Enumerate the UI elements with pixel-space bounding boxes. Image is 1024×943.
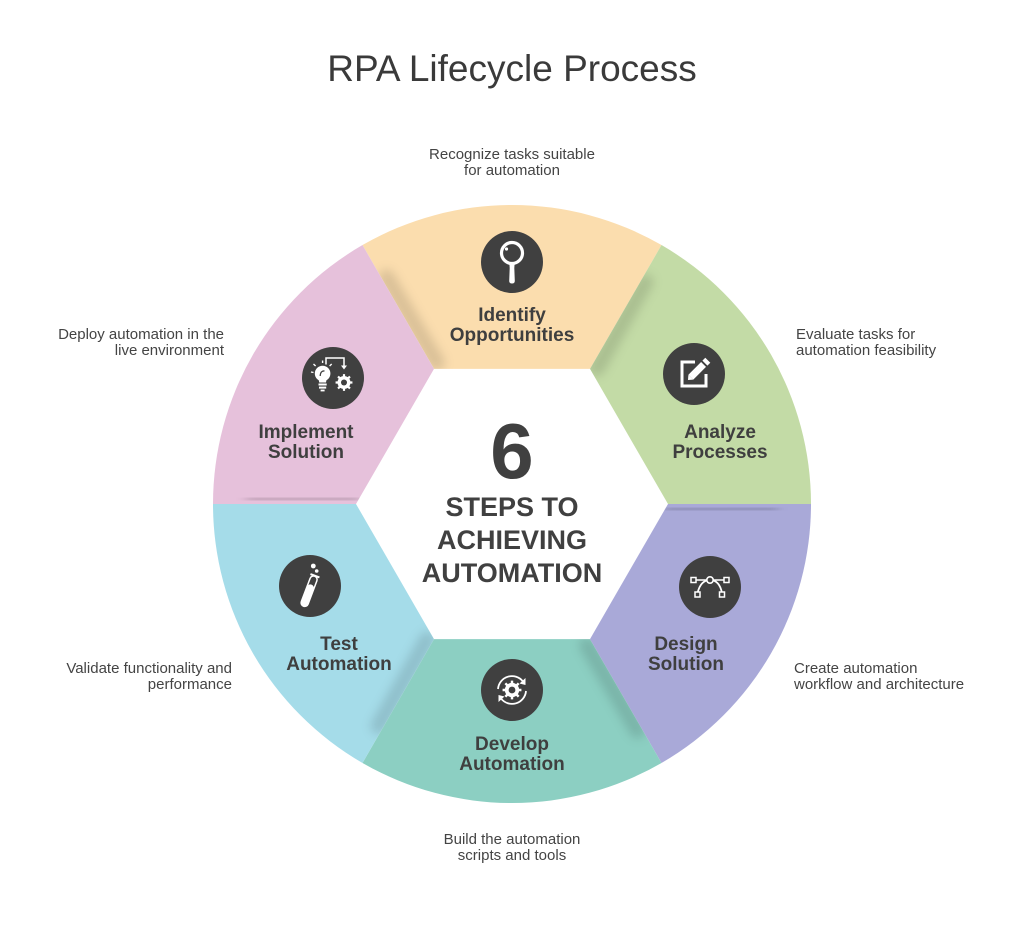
description-line: for automation [464, 162, 560, 179]
magnifier-icon [481, 231, 543, 293]
center-step-count: 6 [490, 407, 534, 495]
description-line: Recognize tasks suitable [429, 146, 595, 163]
step-label-line: Identify [478, 305, 546, 326]
center-caption-line: AUTOMATION [421, 558, 603, 588]
step-label-analyze-processes: Analyze Processes [610, 423, 830, 463]
description-line: Build the automation [443, 831, 581, 848]
description-line: Evaluate tasks for [796, 326, 916, 343]
description-line: scripts and tools [457, 847, 567, 864]
description-line: Deploy automation in the [58, 326, 224, 343]
step-description-identify: Recognize tasks suitable for automation [429, 147, 595, 179]
step-label-line: Analyze [684, 422, 756, 443]
step-label-line: Develop [475, 734, 549, 755]
segment-design-solution [590, 504, 811, 763]
center-caption-line: ACHIEVING [436, 525, 588, 555]
segment-test-automation [213, 504, 434, 763]
segment-shadow [378, 269, 445, 369]
step-label-line: Opportunities [449, 325, 575, 346]
page-title: RPA Lifecycle Process [327, 48, 697, 89]
step-description-design: Create automation workflow and architect… [794, 661, 964, 693]
description-line: automation feasibility [796, 342, 937, 359]
step-label-identify-opportunities: Identify Opportunities [402, 306, 622, 346]
segment-shadow [370, 631, 434, 735]
description-line: performance [147, 676, 232, 693]
step-label-test-automation: Test Automation [229, 635, 449, 675]
segment-shadow [590, 273, 654, 377]
step-label-line: Automation [459, 754, 565, 775]
segment-develop-automation [362, 639, 662, 803]
step-label-implement-solution: Implement Solution [196, 423, 416, 463]
description-line: workflow and architecture [794, 676, 965, 693]
step-description-analyze: Evaluate tasks for automation feasibilit… [796, 327, 936, 359]
gear-sync-icon [481, 659, 543, 721]
segment-shadow [245, 490, 361, 504]
center-caption: STEPS TO ACHIEVING AUTOMATION [362, 491, 662, 590]
segment-shadow [579, 639, 646, 739]
step-description-implement: Deploy automation in the live environmen… [58, 327, 224, 359]
center-caption-line: STEPS TO [445, 492, 579, 522]
description-line: Validate functionality and [66, 660, 232, 677]
step-label-develop-automation: Develop Automation [402, 735, 622, 775]
test-tube-icon [279, 555, 341, 617]
description-line: live environment [114, 342, 224, 359]
edit-icon [663, 343, 725, 405]
step-label-line: Solution [268, 442, 344, 463]
step-label-line: Design [654, 634, 718, 655]
step-label-design-solution: Design Solution [576, 635, 796, 675]
step-description-test: Validate functionality and performance [66, 661, 232, 693]
step-label-line: Test [320, 634, 358, 655]
step-label-line: Automation [286, 654, 392, 675]
step-label-line: Processes [672, 442, 768, 463]
segment-shadow [663, 504, 779, 518]
lightbulb-gear-icon [302, 347, 364, 409]
step-label-line: Solution [648, 654, 724, 675]
description-line: Create automation [794, 660, 918, 677]
step-label-line: Implement [258, 422, 354, 443]
step-description-develop: Build the automation scripts and tools [444, 832, 581, 864]
bezier-curve-icon [679, 556, 741, 618]
